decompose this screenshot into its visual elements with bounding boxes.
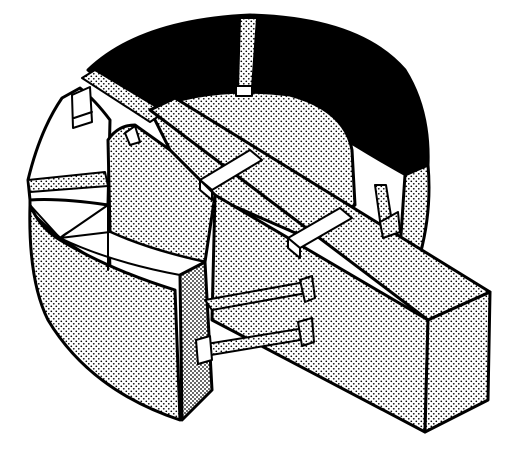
beam-strap-2-tab xyxy=(287,237,301,259)
front-curved-wall xyxy=(28,203,182,422)
lower-bracket-end xyxy=(297,317,315,347)
pier-tab xyxy=(124,125,141,146)
beam-join-line xyxy=(169,149,216,196)
upper-bracket-end xyxy=(299,275,316,303)
panel-edge xyxy=(73,111,93,119)
bracket-clamp xyxy=(195,335,213,365)
right-support-foot xyxy=(379,211,401,239)
main-beam-end xyxy=(423,290,492,434)
top-post-foot xyxy=(235,85,253,97)
left-wall-panel xyxy=(71,86,93,129)
